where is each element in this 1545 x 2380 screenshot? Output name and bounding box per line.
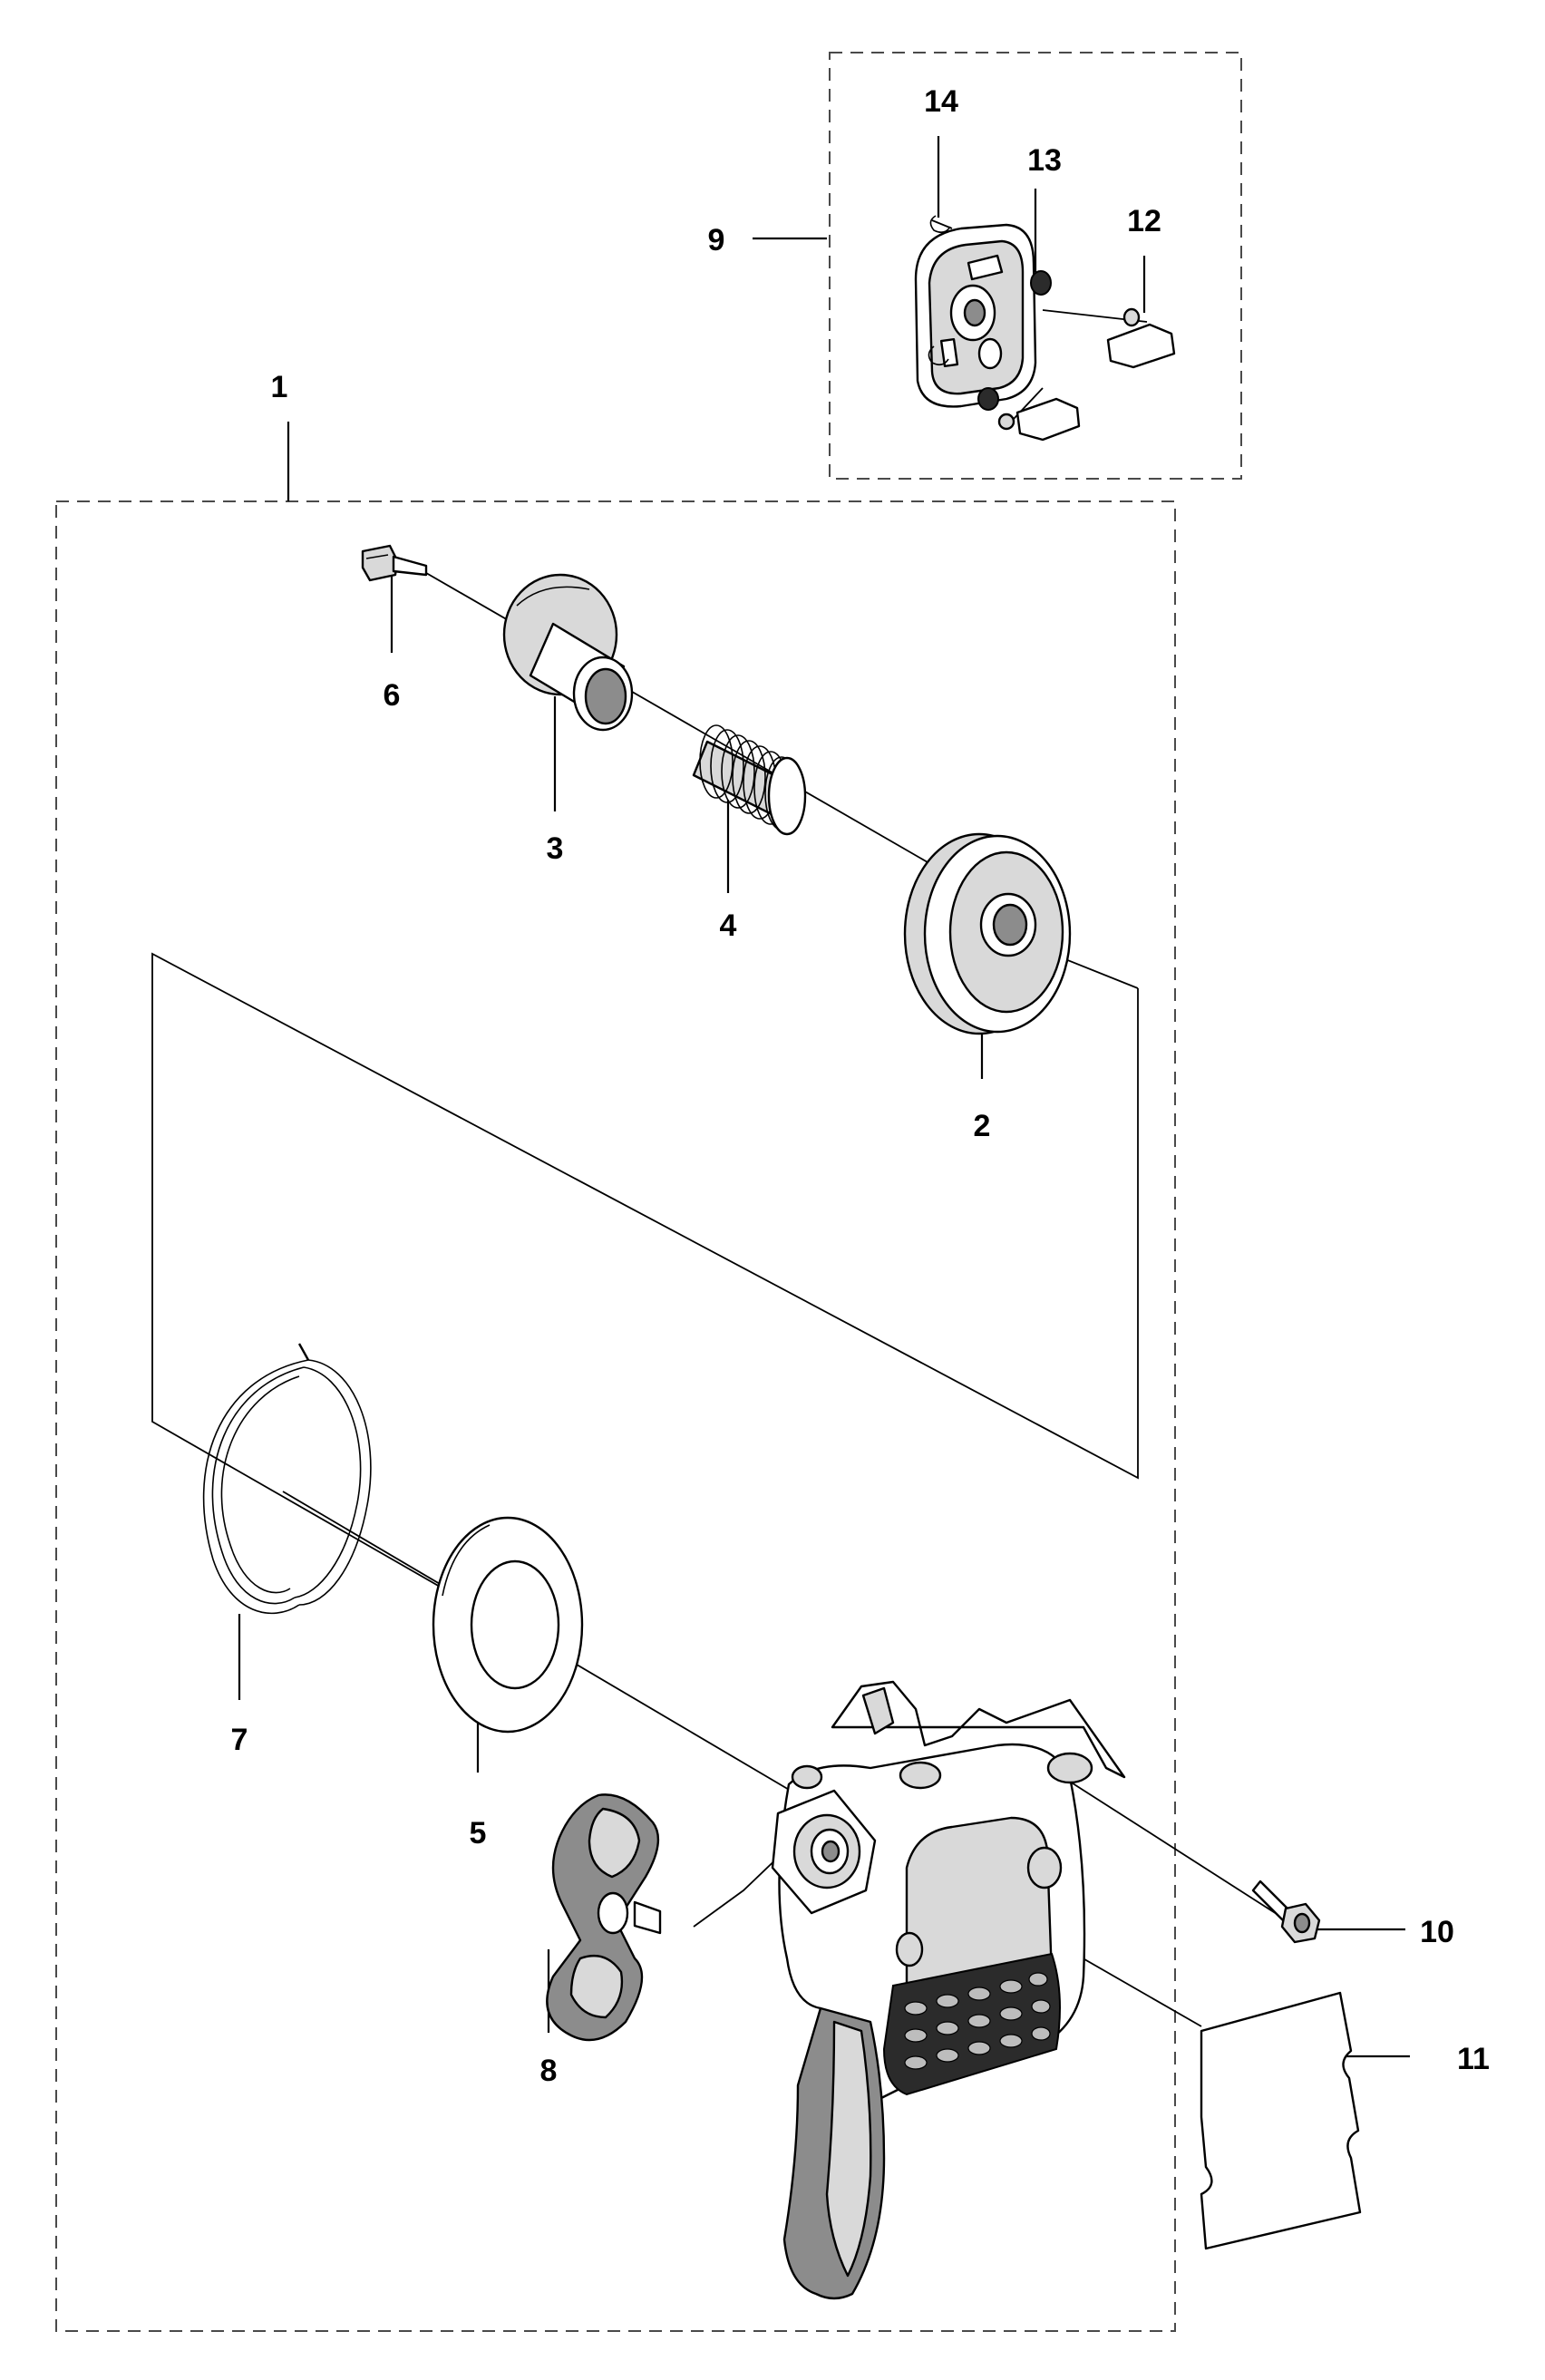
callout-11: 11 [1457, 2042, 1490, 2076]
part-9-pawl-carrier [914, 223, 1037, 408]
part-3-flanged-bushing [502, 573, 634, 732]
part-6-screw [361, 544, 428, 582]
part-14-circlip [928, 215, 951, 366]
callout-3: 3 [547, 831, 564, 866]
part-8-starter-handle [546, 1793, 662, 2042]
part-7-recoil-spring [202, 1343, 372, 1615]
callout-7: 7 [231, 1723, 248, 1757]
callout-labels: 1 2 3 4 5 6 7 8 9 10 11 12 13 14 [231, 84, 1490, 2088]
callout-5: 5 [470, 1816, 487, 1851]
callout-14: 14 [924, 84, 958, 119]
callout-4: 4 [720, 908, 737, 943]
callout-6: 6 [384, 678, 401, 713]
part-5-washer [432, 1516, 584, 1734]
explosion-axis-lines [151, 219, 1297, 2027]
part-4-spring [692, 724, 807, 836]
part-10-bolt [1251, 1880, 1321, 1944]
callout-10: 10 [1420, 1915, 1454, 1949]
callout-2: 2 [974, 1109, 991, 1143]
callout-8: 8 [540, 2054, 558, 2088]
callout-1: 1 [271, 370, 288, 404]
part-2-pulley [903, 832, 1072, 1035]
assembly-9-group-box [829, 52, 1242, 480]
assembly-1-group-box [55, 500, 1176, 2332]
part-12-pawl [997, 307, 1176, 442]
callout-9: 9 [708, 223, 725, 257]
callout-12: 12 [1127, 204, 1161, 238]
starter-housing [771, 1680, 1126, 2300]
callout-13: 13 [1027, 143, 1062, 178]
part-11-cover-plate [1200, 1991, 1362, 2250]
part-13-spring [977, 270, 1052, 411]
